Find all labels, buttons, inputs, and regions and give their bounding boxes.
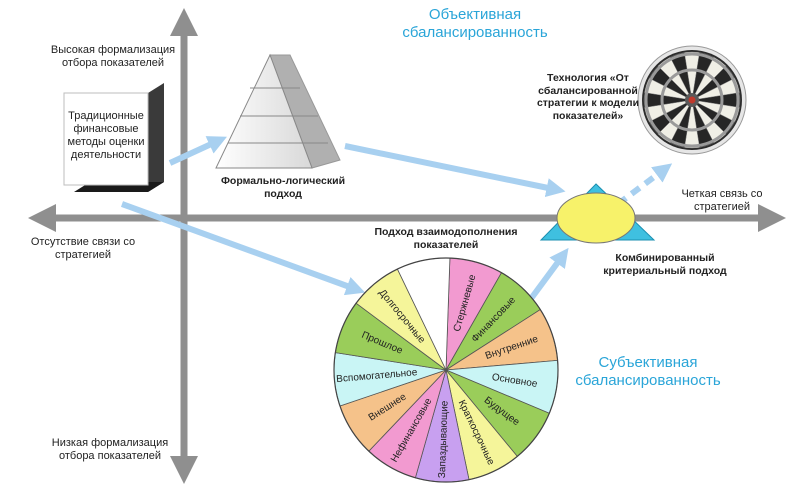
axis-top-label: Высокая формализация отбора показателей (50, 44, 176, 69)
formal-logic-label: Формально-логический подход (220, 175, 346, 200)
combined-approach-icon (539, 183, 656, 244)
subjective-balance-title: Субъективная сбалансированность (575, 354, 721, 389)
flow-arrows (120, 136, 673, 302)
pyramid-icon (215, 53, 341, 169)
combined-approach-label: Комбинированный критериальный подход (603, 252, 727, 277)
objective-balance-title: Объективная сбалансированность (402, 6, 548, 41)
dartboard-icon (637, 45, 747, 155)
traditional-methods-label: Традиционные финансовые методы оценки де… (67, 110, 145, 161)
axis-bottom-label: Низкая формализация отбора показателей (51, 437, 169, 462)
indicator-wheel: СтержневыеФинансовыеВнутренниеОсновноеБу… (333, 257, 559, 483)
complementary-approach-label: Подход взаимодополнения показателей (374, 226, 518, 251)
technology-label: Технология «От сбалансированной стратеги… (536, 72, 640, 122)
wheel-segment-label: Запаздывающие (437, 400, 451, 478)
axis-left-label: Отсутствие связи со стратегией (30, 236, 136, 261)
traditional-methods-box (63, 83, 164, 192)
axis-right-label: Четкая связь со стратегией (681, 188, 763, 213)
